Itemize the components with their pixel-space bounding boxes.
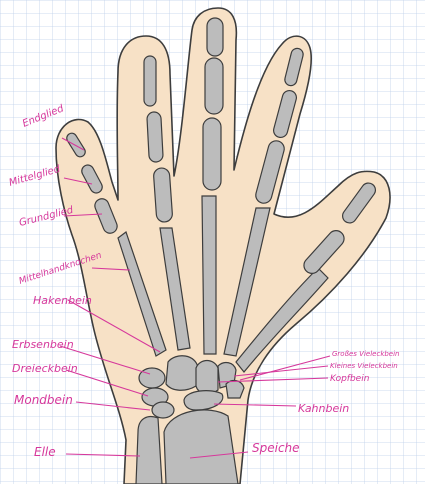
metacarpal-3 [202,196,216,354]
middle-phalanx-4 [147,112,164,163]
middle-phalanx-3 [205,58,223,114]
proximal-phalanx-3 [203,118,221,190]
distal-phalanx-4 [144,56,156,106]
label-elle: Elle [34,445,56,459]
label-speiche: Speiche [252,441,300,455]
lunate-bone [152,402,174,418]
pisiform-bone [139,368,165,388]
ulna-bone [136,417,162,484]
label-kleines-vieleckbein: Kleines Vieleckbein [330,362,398,370]
radius-bone [164,410,238,484]
label-mondbein: Mondbein [14,393,73,407]
label-kahnbein: Kahnbein [298,402,349,415]
label-grosses-vieleckbein: Großes Vieleckbein [332,350,400,358]
label-kopfbein: Kopfbein [330,374,370,384]
label-erbsenbein: Erbsenbein [12,338,74,351]
hamate-bone [166,356,198,391]
distal-phalanx-3 [207,18,223,56]
trapezium-bone [226,381,244,398]
proximal-phalanx-4 [153,168,173,223]
label-hakenbein: Hakenbein [33,294,92,307]
label-dreieckbein: Dreieckbein [12,362,78,375]
capitate-bone [196,361,218,394]
